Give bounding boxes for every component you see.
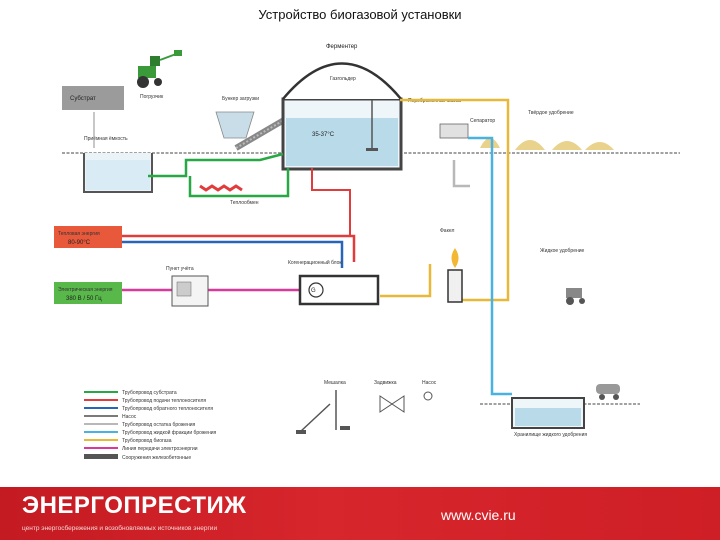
legend-item-1: Трубопровод подачи теплоносителя <box>122 398 206 404</box>
footer: ЭНЕРГОПРЕСТИЖ центр энергосбережения и в… <box>0 487 720 540</box>
tank-truck-icon <box>596 384 620 400</box>
storage-tank-label: Хранилище жидкого удобрения <box>514 432 587 438</box>
svg-text:G: G <box>311 288 316 294</box>
mixer-icon <box>296 390 350 434</box>
liquid-fertilizer-label: Жидкое удобрение <box>540 248 585 254</box>
legend-icon-pump-label: Насос <box>422 380 437 386</box>
solid-fertilizer-label: Твёрдое удобрение <box>528 110 574 116</box>
pipe-biogas <box>400 98 510 302</box>
website-link[interactable]: www.cvie.ru <box>441 507 516 523</box>
substrate-label: Субстрат <box>70 96 96 102</box>
company-logo: ЭНЕРГОПРЕСТИЖ <box>22 492 247 519</box>
pipe-heat-supply <box>122 234 356 262</box>
fermenter-label: Ферментер <box>326 44 358 50</box>
receiving-tank-label: Приёмная ёмкость <box>84 136 128 142</box>
page-title: Устройство биогазовой установки <box>258 7 462 22</box>
gas-dome <box>282 62 402 100</box>
temperature-label: 35-37°C <box>312 132 335 138</box>
loader-label: Погрузчик <box>140 94 164 100</box>
legend-icon-valve-label: Задвижка <box>374 380 397 386</box>
separator <box>439 123 469 139</box>
pipe-substrate <box>148 152 284 178</box>
pump-icon <box>423 391 433 401</box>
legend-item-6: Трубопровод биогаза <box>122 438 172 444</box>
transformer-label: Пункт учёта <box>166 266 194 272</box>
legend-icon-mixer-label: Мешалка <box>324 380 346 386</box>
legend-item-2: Трубопровод обратного теплоносителя <box>122 406 213 412</box>
electric-energy-box <box>54 282 122 304</box>
pipe-liquid-fraction <box>468 136 512 396</box>
gas-flare <box>447 269 463 303</box>
legend-item-8: Сооружения железобетонные <box>122 455 191 461</box>
feed-bunker <box>215 111 255 139</box>
legend: Трубопровод субстрата Трубопровод подачи… <box>84 390 217 461</box>
company-tagline: центр энергосбережения и возобновляемых … <box>22 525 218 532</box>
solid-fertilizer-pile <box>480 138 500 148</box>
electric-energy-value: 380 В / 50 Гц <box>66 296 102 302</box>
legend-item-3: Насос <box>122 414 137 420</box>
flame-icon <box>451 248 459 268</box>
legend-item-4: Трубопровод остатка брожения <box>122 422 196 428</box>
heat-energy-label: Тепловая энергия <box>58 231 100 237</box>
heat-energy-box <box>54 226 122 248</box>
heat-energy-value: 80-90°С <box>68 240 91 246</box>
generator-icon <box>308 282 324 298</box>
separator-label: Сепаратор <box>470 118 495 124</box>
pipe-heat-return <box>122 240 344 268</box>
legend-item-0: Трубопровод субстрата <box>122 390 177 396</box>
biogas-diagram: Субстрат Погрузчик Приёмная ёмкость Бунк… <box>54 44 680 461</box>
feed-bunker-label: Бункер загрузки <box>222 96 259 102</box>
legend-item-5: Трубопровод жидкой фракции брожения <box>122 429 217 436</box>
legend-item-7: Линия передачи электроэнергии <box>122 446 198 452</box>
heat-exchanger <box>199 184 243 192</box>
field-tractor-icon <box>566 288 585 305</box>
electric-energy-label: Электрическая энергия <box>58 287 113 293</box>
gas-flare-label: Факел <box>440 228 454 234</box>
heating-label: Теплообмен <box>230 200 259 206</box>
tractor-icon <box>137 50 182 88</box>
valve-icon <box>379 395 405 413</box>
legend-icons: Мешалка Задвижка Насос <box>296 380 437 434</box>
chp-label: Когенерационный блок <box>288 259 342 266</box>
gas-storage-label: Газгольдер <box>330 76 356 82</box>
substrate-box <box>62 86 124 110</box>
